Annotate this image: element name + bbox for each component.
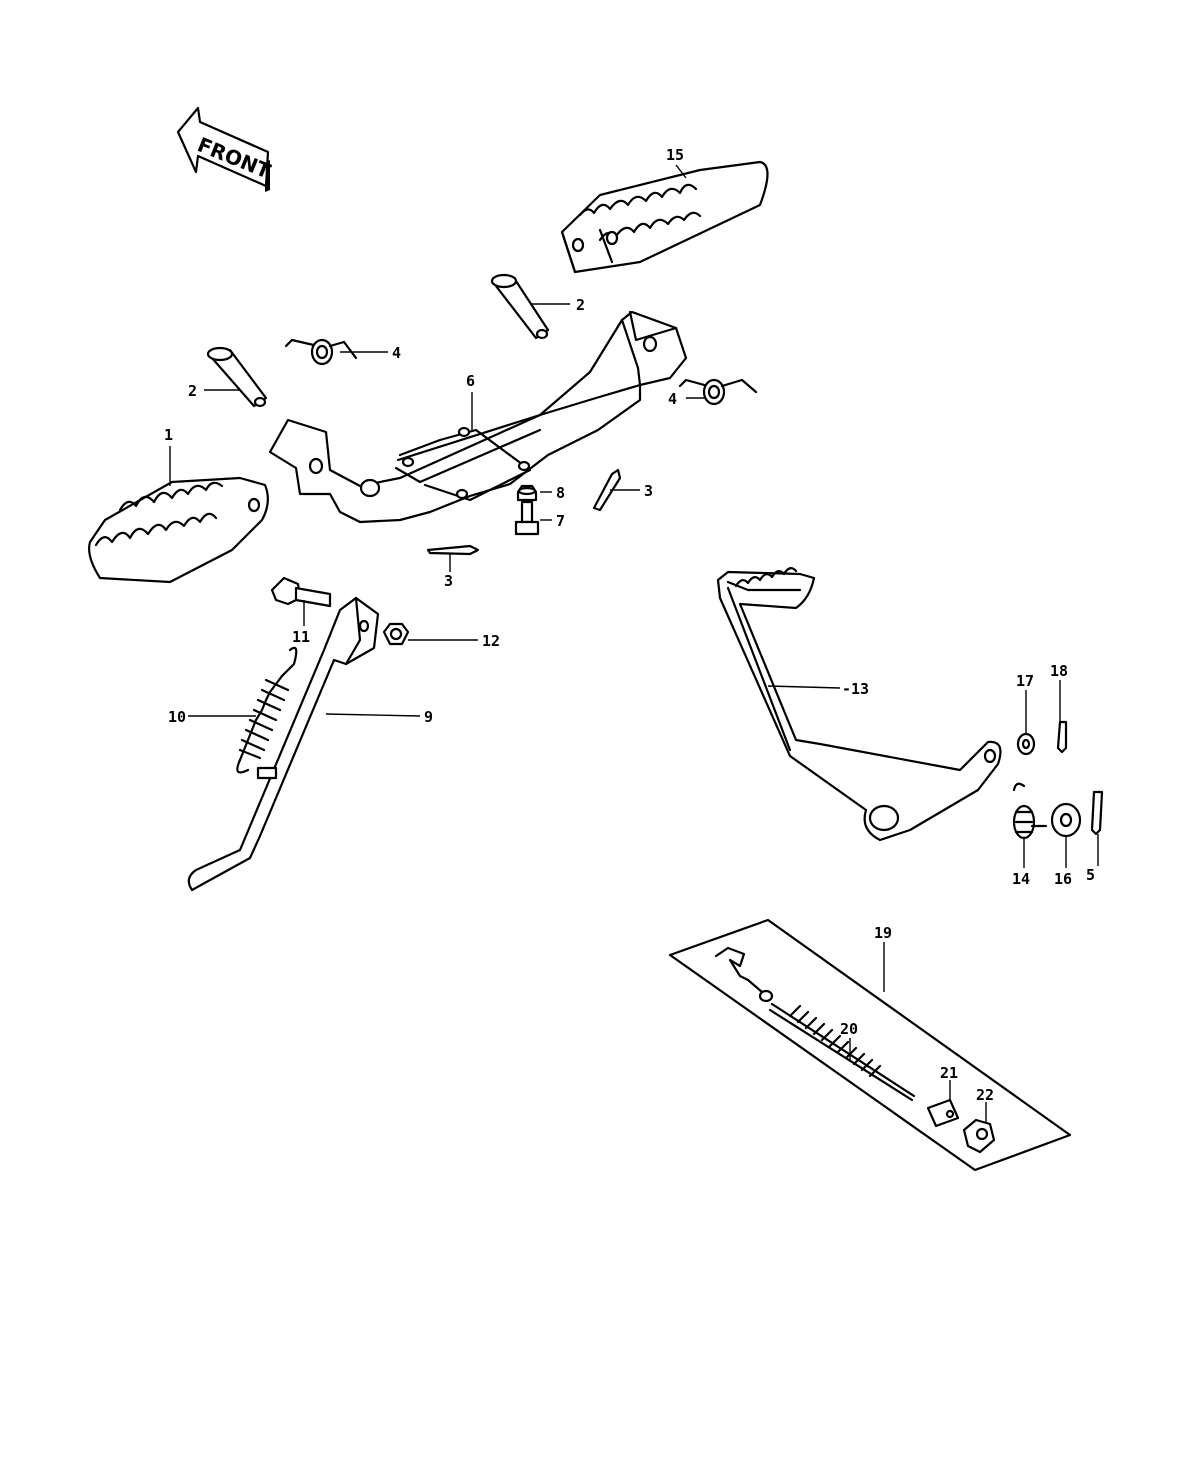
leader-lines bbox=[169, 164, 1099, 1122]
nut-12 bbox=[382, 622, 410, 646]
callout-8: 8 bbox=[556, 484, 565, 502]
callout-20: 20 bbox=[840, 1020, 858, 1038]
callout-10: 10 bbox=[168, 708, 186, 726]
bolt-7 bbox=[514, 500, 540, 536]
left-footpeg bbox=[88, 476, 269, 584]
spring-14 bbox=[1012, 782, 1048, 840]
washer-15 bbox=[1050, 802, 1082, 838]
callout-9: 9 bbox=[424, 708, 433, 726]
bolt-11 bbox=[270, 576, 332, 608]
callout-22: 22 bbox=[976, 1086, 994, 1104]
callout-5: 15 bbox=[666, 146, 684, 164]
trunnion-21 bbox=[926, 1098, 960, 1128]
callout-4b: 4 bbox=[668, 390, 677, 408]
adjust-nut-22 bbox=[962, 1118, 996, 1154]
callout-6: 6 bbox=[466, 372, 475, 390]
cotter-pin-16 bbox=[1090, 790, 1104, 836]
callout-15: 16 bbox=[1054, 870, 1072, 888]
nut-8 bbox=[516, 484, 538, 502]
callout-7: 7 bbox=[556, 512, 565, 530]
front-arrow-icon: FRONT bbox=[176, 106, 274, 192]
clevis-pin-left bbox=[206, 346, 268, 408]
callout-1: 1 bbox=[164, 426, 173, 444]
callout-17: 17 bbox=[1016, 672, 1034, 690]
callout-12: 12 bbox=[482, 632, 500, 650]
callout-18: 18 bbox=[1050, 662, 1068, 680]
callout-3b: 3 bbox=[444, 572, 453, 590]
callout-21: 21 bbox=[940, 1064, 958, 1082]
cotter-pin-right bbox=[592, 468, 622, 512]
side-stand bbox=[187, 596, 380, 892]
spring-right bbox=[678, 378, 758, 406]
brake-rod-spring-20 bbox=[788, 1004, 882, 1078]
cotter-pin-18 bbox=[1056, 720, 1068, 754]
callout-2b: 2 bbox=[188, 382, 197, 400]
brake-rod-kit-box bbox=[668, 918, 1072, 1172]
footpeg-bracket bbox=[268, 310, 688, 524]
callout-19: 19 bbox=[874, 924, 892, 942]
callout-labels: 15 2 4 2 4 6 1 8 3 7 3 11 12 10 9 -13 17… bbox=[164, 146, 1095, 1104]
callout-16: 5 bbox=[1086, 866, 1095, 884]
stand-spring bbox=[236, 646, 298, 774]
callout-11: 11 bbox=[292, 628, 310, 646]
callout-4a: 4 bbox=[392, 344, 401, 362]
callout-2a: 2 bbox=[576, 296, 585, 314]
callout-13: -13 bbox=[842, 680, 869, 698]
brake-pedal bbox=[716, 567, 1002, 842]
cotter-pin-lower bbox=[426, 544, 480, 556]
right-footpeg bbox=[560, 160, 769, 274]
callout-14: 14 bbox=[1012, 870, 1030, 888]
callout-3a: 3 bbox=[644, 482, 653, 500]
clevis-pin-upper bbox=[490, 273, 550, 340]
washer-17 bbox=[1016, 732, 1036, 756]
